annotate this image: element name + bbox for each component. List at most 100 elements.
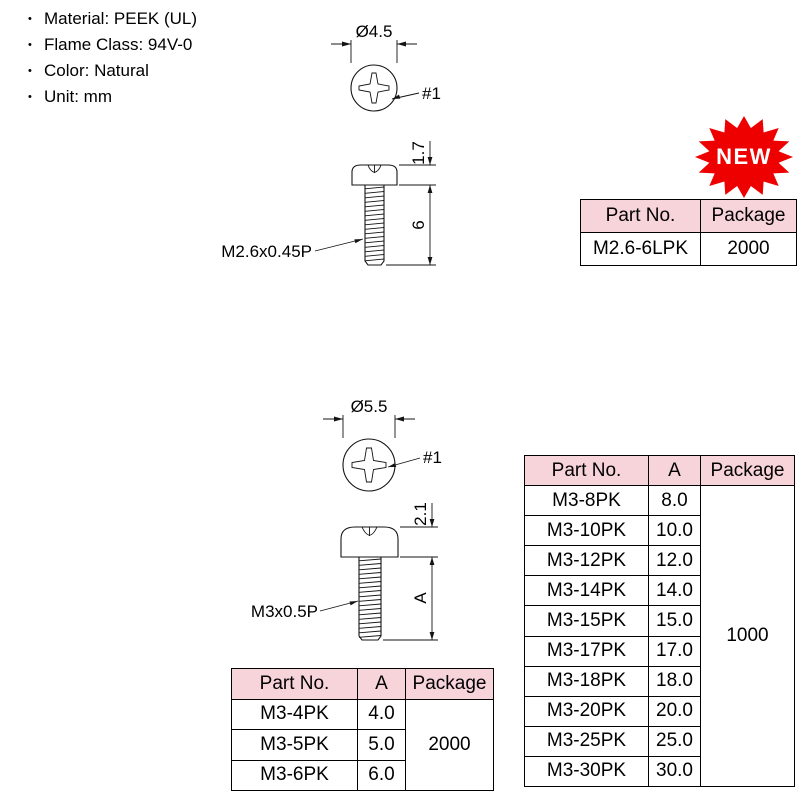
diameter-label: Ø4.5: [356, 22, 393, 41]
m3-recess-callout: #1: [387, 448, 442, 468]
screw-head-side-outline: [340, 526, 399, 558]
m26-recess-callout: #1: [391, 84, 441, 103]
table-row: M3-4PK 4.0 2000: [231, 698, 494, 791]
screw-head-side-outline: [351, 164, 398, 186]
cell-a: 12.0: [648, 545, 701, 577]
cell-package-merged: 1000: [700, 485, 795, 788]
recess-hint-lines: [361, 526, 378, 536]
recess-size-label: #1: [422, 84, 441, 103]
note-text: Material: PEEK (UL): [44, 9, 198, 28]
cell-part-no: M3-17PK: [524, 635, 649, 667]
spec-notes: Material: PEEK (UL) Flame Class: 94V-0 C…: [27, 6, 197, 110]
col-header-package: Package: [700, 199, 797, 233]
diameter-label: Ø5.5: [351, 397, 388, 416]
m26-screw-drawing: Ø4.5 #1 1.7 6 M2.6x0.45P: [221, 22, 441, 266]
note-text: Unit: mm: [44, 87, 112, 106]
recess-hint-lines: [367, 164, 382, 173]
cell-part-no: M2.6-6LPK: [580, 232, 701, 266]
col-header-part-no: Part No.: [231, 668, 358, 700]
screw-shaft-outline: [364, 185, 385, 266]
thread-length-label: A: [411, 592, 430, 604]
m3-length-dimensions: 2.1 A: [383, 502, 438, 641]
col-header-a: A: [648, 454, 701, 487]
m3-short-length-table: Part No. A Package M3-4PK 4.0 2000 M3-5P…: [231, 668, 494, 791]
cell-part-no: M3-4PK: [231, 698, 358, 730]
note-text: Flame Class: 94V-0: [44, 35, 193, 54]
cell-a: 6.0: [357, 759, 406, 791]
leader-arrow-icon: [349, 601, 358, 606]
new-badge: NEW: [695, 116, 793, 198]
table-row: M3-5PK 5.0: [231, 729, 494, 761]
cell-a: 4.0: [357, 698, 406, 730]
cell-a: 20.0: [648, 695, 701, 727]
cell-part-no: M3-12PK: [524, 545, 649, 577]
cell-a: 8.0: [648, 485, 701, 517]
m3-screw-drawing: Ø5.5 #1 2.1 A M3x0.5P: [251, 397, 442, 641]
cell-part-no: M3-30PK: [524, 755, 649, 788]
m26-top-view: [350, 64, 398, 112]
note-color: Color: Natural: [27, 58, 197, 84]
table-row: M3-15PK 15.0: [524, 605, 795, 637]
screw-head-top-outline: [342, 438, 396, 492]
cell-a: 18.0: [648, 665, 701, 697]
leader-arrow-icon: [388, 463, 397, 467]
table-row: M3-20PK 20.0: [524, 695, 795, 727]
table-row: M3-18PK 18.0: [524, 665, 795, 697]
phillips-recess-icon: [358, 72, 390, 104]
note-text: Color: Natural: [44, 61, 149, 80]
m26-package-table: Part No. Package M2.6-6LPK 2000: [580, 199, 797, 266]
col-header-part-no: Part No.: [580, 199, 701, 233]
cell-part-no: M3-8PK: [524, 485, 649, 517]
cell-part-no: M3-10PK: [524, 515, 649, 547]
col-header-part-no: Part No.: [524, 454, 649, 487]
new-badge-label: NEW: [716, 144, 772, 169]
table-header-row: Part No. A Package: [231, 668, 494, 700]
cell-a: 5.0: [357, 729, 406, 761]
cell-part-no: M3-20PK: [524, 695, 649, 727]
phillips-recess-icon: [351, 447, 387, 483]
cell-a: 15.0: [648, 605, 701, 637]
cell-package: 2000: [700, 232, 797, 266]
col-header-package: Package: [700, 454, 795, 487]
thread-spec-label: M2.6x0.45P: [221, 242, 312, 261]
table-row: M3-10PK 10.0: [524, 515, 795, 547]
dimension-arrow-icon: [334, 416, 404, 422]
note-flame-class: Flame Class: 94V-0: [27, 32, 197, 58]
table-row: M3-25PK 25.0: [524, 725, 795, 757]
cell-part-no: M3-5PK: [231, 729, 358, 761]
dimension-lines: [331, 40, 417, 63]
m26-diameter-dimension: Ø4.5: [331, 22, 417, 63]
leader-arrow-icon: [392, 94, 401, 99]
note-unit: Unit: mm: [27, 84, 197, 110]
col-header-a: A: [357, 668, 406, 700]
cell-part-no: M3-15PK: [524, 605, 649, 637]
head-height-label: 2.1: [411, 502, 430, 526]
m3-top-view: [342, 438, 396, 492]
m3-long-length-table: Part No. A Package M3-8PK 8.0 1000 M3-10…: [524, 454, 795, 788]
cell-a: 17.0: [648, 635, 701, 667]
cell-part-no: M3-18PK: [524, 665, 649, 697]
table-row: M3-12PK 12.0: [524, 545, 795, 577]
table-row: M3-17PK 17.0: [524, 635, 795, 667]
thread-length-label: 6: [409, 220, 428, 229]
table-row: M3-30PK 30.0: [524, 755, 795, 788]
starburst-icon: [695, 116, 793, 198]
cell-part-no: M3-14PK: [524, 575, 649, 607]
m3-diameter-dimension: Ø5.5: [323, 397, 415, 438]
leader-arrow-icon: [354, 239, 363, 244]
starburst-shape: [695, 116, 793, 198]
screw-shaft-outline: [358, 557, 382, 641]
dimension-lines: [323, 415, 415, 438]
m26-length-dimensions: 1.7 6: [386, 141, 436, 266]
recess-size-label: #1: [423, 448, 442, 467]
head-height-label: 1.7: [409, 141, 428, 165]
table-row: M2.6-6LPK 2000: [580, 232, 797, 266]
m26-thread-callout: M2.6x0.45P: [221, 238, 364, 261]
m3-thread-callout: M3x0.5P: [251, 600, 359, 621]
m26-side-view: [351, 164, 398, 266]
cell-a: 30.0: [648, 755, 701, 788]
table-header-row: Part No. Package: [580, 199, 797, 233]
col-header-package: Package: [405, 668, 494, 700]
m3-side-view: [340, 526, 399, 641]
